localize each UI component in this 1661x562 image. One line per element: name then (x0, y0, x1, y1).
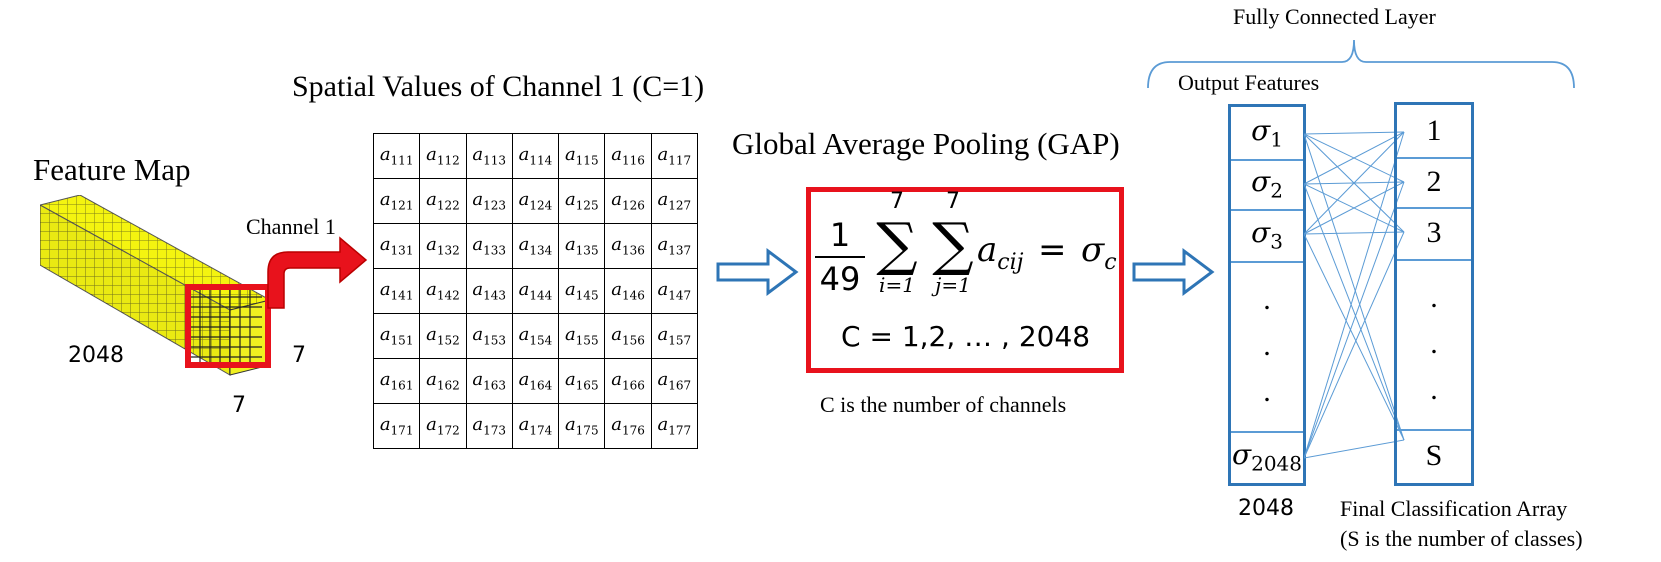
grid-cell: a142 (419, 268, 467, 314)
width-label: 7 (232, 393, 246, 418)
channel-arrow (267, 236, 368, 309)
grid-cell: a143 (465, 268, 513, 314)
grid-cell: a151 (372, 313, 421, 359)
grid-cell: a135 (558, 223, 606, 269)
grid-cell: a111 (372, 133, 421, 179)
feature-map-cuboid (40, 195, 272, 376)
grid-cell: a141 (372, 268, 421, 314)
output-features-column: σ1 σ2 σ3 . . . σ2048 (1228, 104, 1306, 486)
grid-cell: a133 (465, 223, 513, 269)
grid-cell: a161 (372, 358, 421, 404)
grid-cell: a171 (372, 403, 421, 449)
grid-cell: a116 (604, 133, 652, 179)
gap-title: Global Average Pooling (GAP) (732, 126, 1120, 161)
grid-cell: a115 (558, 133, 606, 179)
height-label: 7 (292, 343, 306, 368)
grid-cell: a167 (650, 358, 699, 404)
grid-cell: a147 (650, 268, 699, 314)
output-features-label: Output Features (1178, 70, 1320, 95)
feature-ellipsis: . . . (1231, 261, 1303, 433)
grid-cell: a173 (465, 403, 513, 449)
grid-cell: a113 (465, 133, 513, 179)
fc-title: Fully Connected Layer (1233, 4, 1436, 29)
formula-term: acij = σc (977, 230, 1117, 275)
grid-cell: a156 (604, 313, 652, 359)
grid-cell: a125 (558, 178, 606, 224)
grid-cell: a137 (650, 223, 699, 269)
class-cell-2: 2 (1397, 157, 1471, 209)
class-cell-3: 3 (1397, 207, 1471, 261)
grid-cell: a163 (465, 358, 513, 404)
final-array-subtitle: (S is the number of classes) (1340, 526, 1583, 551)
classification-column: 1 2 3 . . . S (1394, 102, 1474, 486)
channel-range: C = 1,2, … , 2048 (841, 320, 1091, 353)
feature-cell-1: σ1 (1231, 107, 1303, 161)
grid-cell: a122 (419, 178, 467, 224)
output-count-label: 2048 (1238, 496, 1294, 521)
grid-cell: a155 (558, 313, 606, 359)
gap-caption: C is the number of channels (820, 392, 1067, 417)
grid-cell: a114 (511, 133, 560, 179)
depth-label: 2048 (68, 343, 124, 368)
grid-cell: a121 (372, 178, 421, 224)
arrow-to-gap (716, 248, 799, 296)
grid-cell: a157 (650, 313, 699, 359)
grid-cell: a144 (511, 268, 560, 314)
class-cell-s: S (1425, 439, 1443, 472)
grid-cell: a146 (604, 268, 652, 314)
grid-cell: a134 (511, 223, 560, 269)
spatial-values-title: Spatial Values of Channel 1 (C=1) (292, 70, 705, 103)
grid-cell: a162 (419, 358, 467, 404)
grid-cell: a153 (465, 313, 513, 359)
grid-cell: a164 (511, 358, 560, 404)
grid-cell: a172 (419, 403, 467, 449)
feature-cell-2048: σ2048 (1231, 438, 1303, 476)
grid-cell: a131 (372, 223, 421, 269)
sum-i: 7 ∑ i=1 (876, 189, 918, 297)
grid-cell: a175 (558, 403, 606, 449)
grid-cell: a152 (419, 313, 467, 359)
grid-cell: a132 (419, 223, 467, 269)
fc-connections (1304, 131, 1405, 459)
grid-cell: a127 (650, 178, 699, 224)
sum-j: 7 ∑ j=1 (932, 189, 974, 297)
grid-cell: a154 (511, 313, 560, 359)
arrow-to-fc (1132, 248, 1215, 296)
final-array-title: Final Classification Array (1340, 496, 1568, 521)
fraction: 1 49 (815, 216, 865, 298)
feature-cell-2: σ2 (1231, 159, 1303, 211)
feature-map-title: Feature Map (33, 152, 191, 187)
channel-1-label: Channel 1 (246, 214, 336, 239)
gap-formula-box: 1 49 7 ∑ i=1 7 ∑ j=1 acij = σc C = 1,2, … (806, 187, 1124, 373)
grid-cell: a174 (511, 403, 560, 449)
fc-brace (1147, 39, 1575, 89)
grid-cell: a166 (604, 358, 652, 404)
grid-cell: a117 (650, 133, 699, 179)
grid-cell: a176 (604, 403, 652, 449)
class-cell-1: 1 (1397, 105, 1471, 159)
grid-cell: a177 (650, 403, 699, 449)
grid-cell: a112 (419, 133, 467, 179)
feature-cell-3: σ3 (1231, 209, 1303, 263)
grid-cell: a123 (465, 178, 513, 224)
class-ellipsis: . . . (1397, 259, 1471, 431)
grid-cell: a145 (558, 268, 606, 314)
grid-cell: a124 (511, 178, 560, 224)
grid-cell: a136 (604, 223, 652, 269)
grid-cell: a126 (604, 178, 652, 224)
grid-cell: a165 (558, 358, 606, 404)
